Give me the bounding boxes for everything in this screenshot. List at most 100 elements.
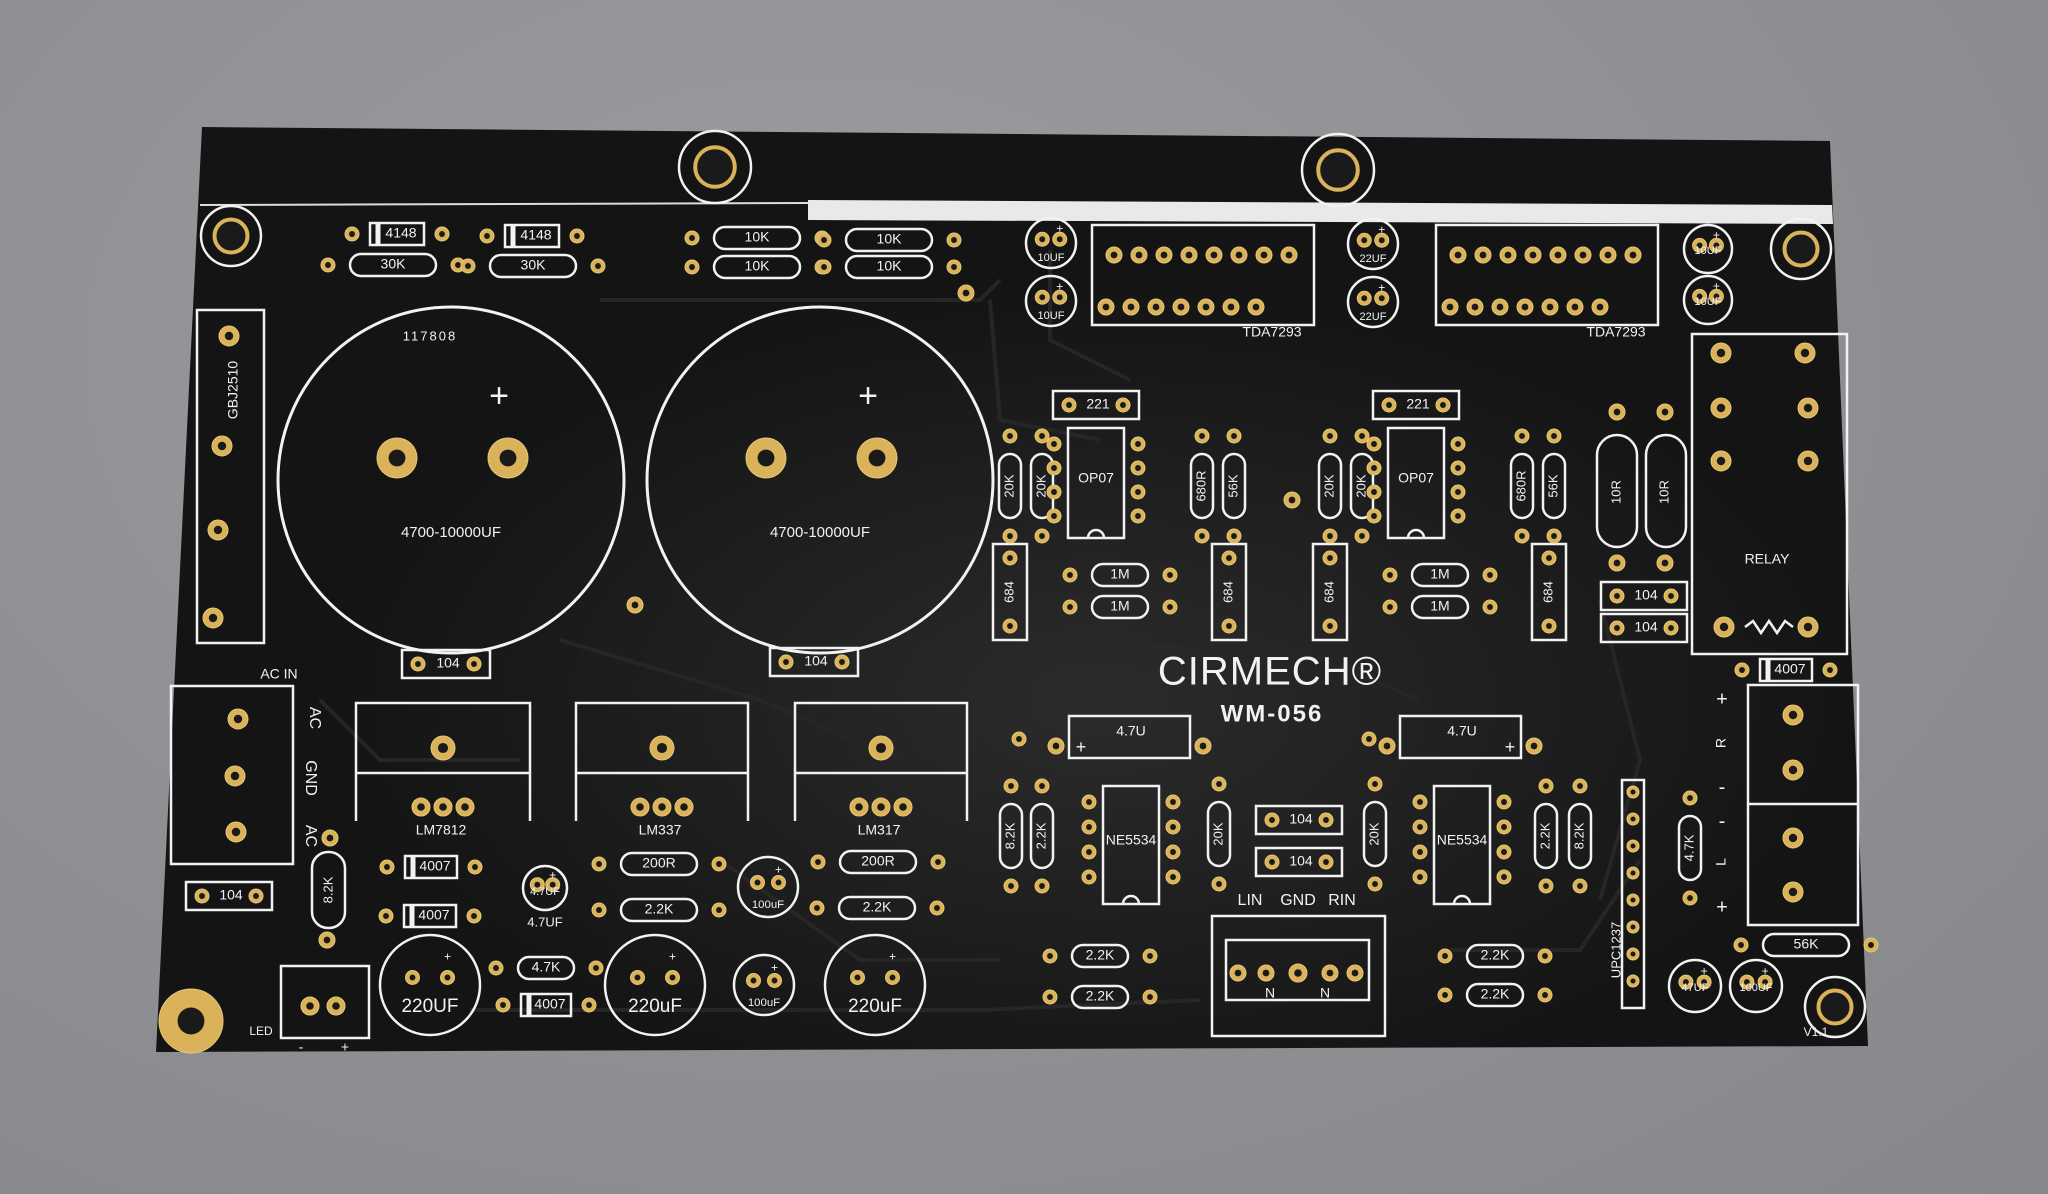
capacitor-outline xyxy=(1067,714,1192,760)
solder-pad xyxy=(1708,237,1724,253)
solder-pad xyxy=(1288,963,1308,983)
solder-pad xyxy=(1081,844,1097,860)
solder-pad xyxy=(1165,794,1181,810)
solder-pad xyxy=(1115,397,1131,413)
solder-pad xyxy=(1318,854,1334,870)
solder-pad xyxy=(1574,246,1592,264)
silk-label-c104_big_2: 104 xyxy=(804,653,828,669)
resistor-outline xyxy=(1090,562,1150,588)
solder-pad xyxy=(1247,298,1265,316)
silk-label-c47u_2: 4.7U xyxy=(1447,723,1477,739)
silk-label-r10r_2: 10R xyxy=(1656,480,1671,504)
silk-label-c220_2: 220uF xyxy=(628,996,682,1017)
solder-pad xyxy=(1081,794,1097,810)
resistor-outline xyxy=(1567,802,1593,870)
resistor-outline xyxy=(712,225,802,251)
solder-pad xyxy=(856,437,898,479)
silk-label-cap_big_1: 4700-10000UF xyxy=(401,524,501,541)
solder-pad xyxy=(1441,298,1459,316)
solder-pad xyxy=(957,284,975,302)
solder-pad xyxy=(1264,812,1280,828)
silk-label-r22k_1: 2.2K xyxy=(645,901,674,917)
solder-pad xyxy=(778,654,794,670)
electrolytic-outline xyxy=(603,933,707,1037)
electrolytic-outline xyxy=(378,933,482,1037)
solder-pad xyxy=(430,735,456,761)
silk-label-spk_plus2: + xyxy=(1716,896,1728,918)
silk-label-r200_2: 200R xyxy=(861,853,894,869)
silk-label-lm7812: LM7812 xyxy=(416,822,467,838)
resistor-outline xyxy=(1070,943,1130,969)
solder-pad xyxy=(1081,869,1097,885)
solder-pad xyxy=(1797,616,1819,638)
bulk-capacitor-outline xyxy=(276,305,626,655)
silk-label-c104_rel_1: 104 xyxy=(1634,587,1658,603)
solder-pad xyxy=(630,797,650,817)
solder-pad xyxy=(455,797,475,817)
ic-notch xyxy=(1406,528,1426,539)
solder-pad xyxy=(1382,599,1398,615)
solder-pad xyxy=(711,856,727,872)
silk-label-spk_l: L xyxy=(1713,858,1729,866)
solder-pad xyxy=(479,228,495,244)
solder-pad xyxy=(569,228,585,244)
solder-pad xyxy=(1221,618,1237,634)
board-model: WM-056 xyxy=(1221,700,1324,727)
solder-pad xyxy=(771,875,786,890)
ic-notch xyxy=(1452,894,1472,905)
plus-mark: + xyxy=(1505,737,1516,757)
solder-pad xyxy=(1356,232,1372,248)
plus-mark: + xyxy=(1762,964,1769,978)
resistor-outline xyxy=(997,452,1023,520)
solder-pad xyxy=(1437,948,1453,964)
mounting-hole-left xyxy=(199,204,263,268)
solder-pad xyxy=(1682,790,1698,806)
resistor-outline xyxy=(348,252,438,278)
solder-pad xyxy=(746,973,761,988)
solder-pad xyxy=(1682,890,1698,906)
solder-pad xyxy=(1499,246,1517,264)
solder-pad xyxy=(1378,737,1396,755)
silk-label-c47uf_out: 47UF xyxy=(1682,982,1709,994)
solder-pad xyxy=(1656,554,1674,572)
solder-pad xyxy=(1155,246,1173,264)
solder-pad xyxy=(1034,778,1050,794)
resistor-outline xyxy=(837,895,917,921)
relay-coil-symbol xyxy=(1744,618,1794,636)
solder-pad xyxy=(1692,288,1708,304)
plus-mark: + xyxy=(1076,737,1087,757)
silk-label-bridge: GBJ2510 xyxy=(225,361,241,420)
solder-pad xyxy=(1514,528,1530,544)
solder-pad xyxy=(1822,662,1838,678)
solder-pad xyxy=(1609,620,1625,636)
regulator-heatsink-outline xyxy=(354,701,532,821)
silk-label-spk_minus1: - xyxy=(1719,776,1726,798)
solder-pad xyxy=(1541,618,1557,634)
solder-pad xyxy=(1474,246,1492,264)
solder-pad xyxy=(1172,298,1190,316)
solder-pad xyxy=(1046,484,1062,500)
solder-pad xyxy=(1412,869,1428,885)
solder-pad xyxy=(1626,785,1640,799)
silk-label-ac_1: AC xyxy=(306,707,323,729)
board-version: V1.1 xyxy=(1804,1025,1829,1039)
solder-pad xyxy=(1367,776,1383,792)
solder-pad xyxy=(1516,298,1534,316)
silk-label-c104_mid_2: 104 xyxy=(1289,853,1313,869)
silk-label-in_1: N xyxy=(1265,985,1275,1001)
solder-pad xyxy=(930,854,946,870)
solder-pad xyxy=(1496,794,1512,810)
solder-pad xyxy=(1226,528,1242,544)
solder-pad xyxy=(1046,460,1062,476)
solder-pad xyxy=(1222,298,1240,316)
mounting-hole-bottom-right xyxy=(1803,975,1867,1039)
electrolytic-outline xyxy=(1346,217,1400,271)
silk-label-r20k_c: 20K xyxy=(1321,474,1336,497)
resistor-outline xyxy=(1509,452,1535,520)
silk-label-r10k_2: 10K xyxy=(745,258,771,274)
silk-label-r82k_led: 8.2K xyxy=(320,876,335,903)
silk-label-c684_3: 684 xyxy=(1321,581,1336,603)
solder-pad xyxy=(344,226,360,242)
solder-pad xyxy=(1496,844,1512,860)
pads xyxy=(158,129,1879,1054)
